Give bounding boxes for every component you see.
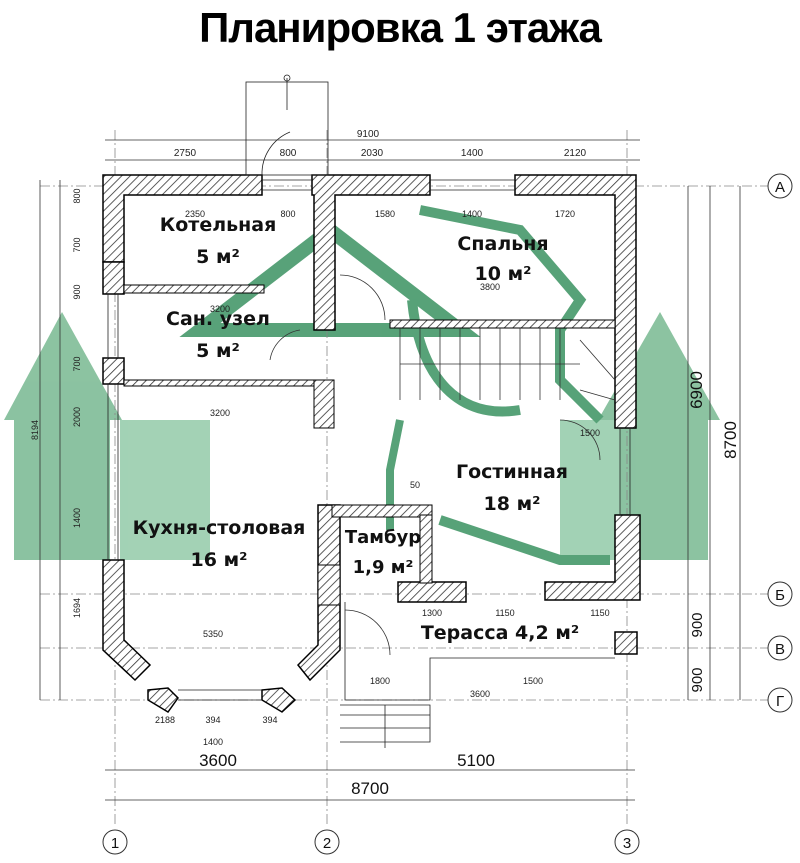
dim-top-4: 1400	[461, 148, 484, 159]
dim-int-33: 394	[205, 715, 220, 725]
dim-bottom-total: 8700	[351, 779, 389, 798]
room-area-gostinnaya: 18 м²	[484, 493, 541, 515]
dim-int-3: 1580	[375, 209, 395, 219]
dim-top-3: 2030	[361, 148, 384, 159]
room-name-kotelnaya: Котельная	[160, 214, 277, 236]
dim-int-23: 1150	[495, 608, 514, 618]
dim-int-6: 3200	[210, 304, 230, 314]
dim-int-29: 5350	[203, 629, 223, 639]
axis-marker-v: В	[767, 635, 793, 661]
dim-top-total: 9100	[357, 129, 380, 140]
dim-int-28: 3600	[470, 689, 490, 699]
room-area-tambur: 1,9 м²	[353, 557, 414, 578]
door-swings	[269, 274, 601, 656]
axis-label-v: В	[775, 641, 785, 658]
dim-left-6: 1400	[72, 508, 82, 528]
dim-left-3: 900	[72, 284, 82, 299]
room-name-gostinnaya: Гостинная	[456, 461, 568, 483]
room-name-spalnya: Спальня	[457, 233, 548, 255]
dim-int-15: 1500	[580, 428, 600, 438]
interior-walls	[123, 284, 616, 606]
windows	[107, 179, 631, 701]
dim-int-32: 394	[262, 715, 277, 725]
dim-left-4: 700	[72, 356, 82, 371]
stairs	[399, 328, 616, 401]
porch-top	[245, 74, 329, 176]
room-name-kuhnya: Кухня-столовая	[133, 517, 306, 539]
page-title: Планировка 1 этажа	[199, 4, 602, 51]
room-area-spalnya: 10 м²	[475, 263, 532, 285]
dim-int-1: 800	[280, 209, 295, 219]
axis-label-3: 3	[623, 835, 631, 852]
axis-label-a: А	[775, 179, 785, 196]
axis-label-g: Г	[776, 693, 784, 710]
dim-int-20: 50	[410, 480, 420, 490]
axis-marker-a: А	[767, 173, 793, 199]
dim-right-3: 900	[689, 667, 706, 692]
dim-bottom-2: 5100	[457, 751, 495, 770]
dim-top-1: 2750	[174, 148, 197, 159]
terrace-outline	[340, 602, 615, 748]
room-name-sanuzel: Сан. узел	[166, 308, 270, 330]
dimension-lines	[39, 139, 741, 801]
axis-marker-3: 3	[614, 829, 640, 855]
dim-int-5: 1720	[555, 209, 575, 219]
dim-left-5: 2000	[72, 407, 82, 427]
dim-top-5: 2120	[564, 148, 587, 159]
room-area-kotelnaya: 5 м²	[196, 246, 240, 268]
dim-left-total: 8194	[30, 420, 40, 440]
dim-top-2: 800	[280, 148, 297, 159]
dim-int-30: 1400	[203, 737, 223, 747]
dim-int-7: 3800	[480, 282, 500, 292]
room-area-kuhnya: 16 м²	[191, 549, 248, 571]
dim-int-25: 1150	[590, 608, 609, 618]
axis-marker-1: 1	[102, 829, 128, 855]
dim-int-22: 1300	[422, 608, 442, 618]
axis-marker-b: Б	[767, 581, 793, 607]
room-area-sanuzel: 5 м²	[196, 340, 240, 362]
room-name-tambur: Тамбур	[345, 527, 421, 548]
dim-right-2: 900	[689, 612, 706, 637]
dim-int-26: 1800	[370, 676, 390, 686]
dim-right-total: 8700	[721, 421, 740, 459]
dim-int-27: 1500	[523, 676, 543, 686]
dim-bottom-1: 3600	[199, 751, 237, 770]
dim-int-0: 2350	[185, 209, 205, 219]
dim-int-4: 1400	[462, 209, 482, 219]
dim-int-31: 2188	[155, 715, 175, 725]
axis-marker-2: 2	[314, 829, 340, 855]
dim-left-7: 1694	[72, 598, 82, 618]
dim-int-12: 3200	[210, 408, 230, 418]
exterior-walls	[102, 174, 641, 713]
axis-marker-g: Г	[767, 687, 793, 713]
axis-label-b: Б	[775, 587, 785, 604]
room-name-terassa: Терасса 4,2 м²	[421, 622, 579, 644]
axis-label-2: 2	[323, 835, 331, 852]
axis-label-1: 1	[111, 835, 119, 852]
dim-left-2: 700	[72, 237, 82, 252]
dim-left-1: 800	[72, 188, 82, 203]
dim-right-1: 6900	[687, 371, 706, 409]
